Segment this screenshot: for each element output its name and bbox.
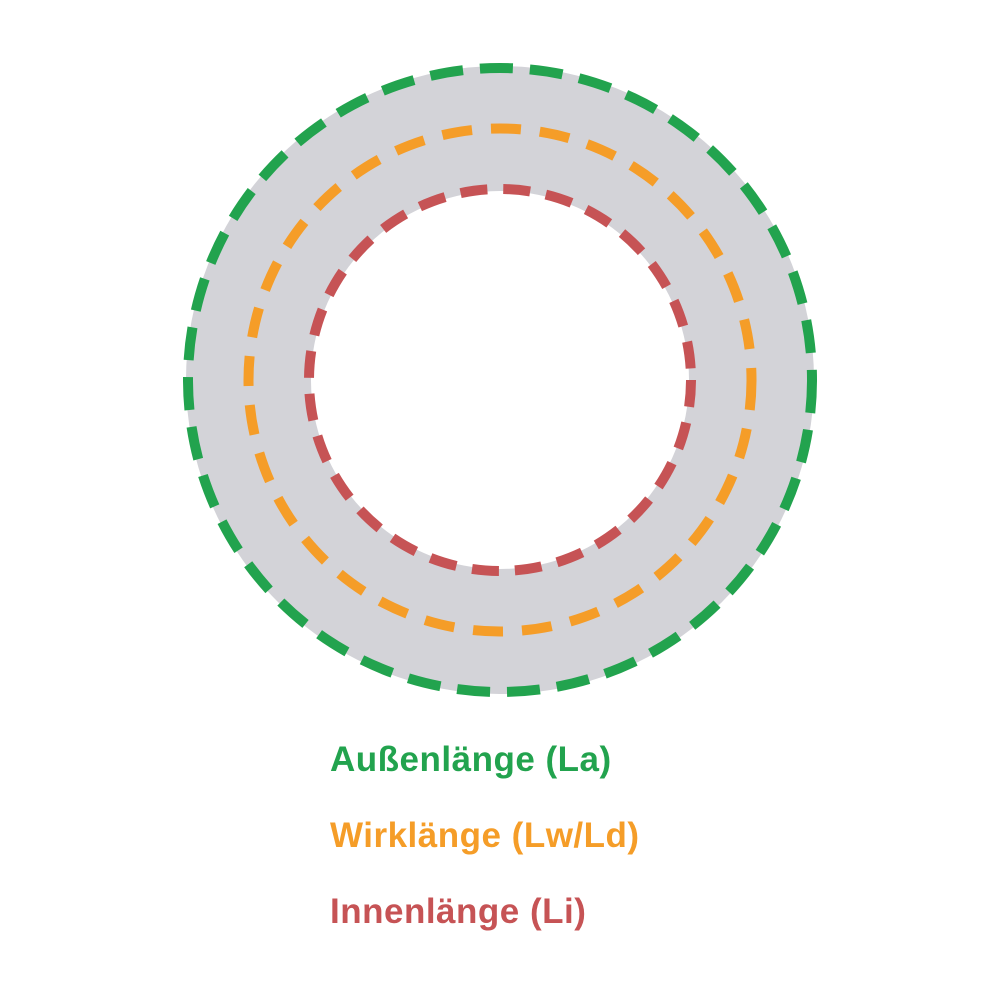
outer-length-circle (183, 63, 817, 697)
effective-length-circle (243, 123, 757, 637)
inner-length-label: Innenlänge (Li) (330, 892, 587, 931)
inner-length-circle (304, 184, 696, 576)
legend: Außenlänge (La) Wirklänge (Lw/Ld) Innenl… (330, 742, 640, 970)
outer-length-label: Außenlänge (La) (330, 740, 612, 779)
effective-length-label: Wirklänge (Lw/Ld) (330, 816, 640, 855)
belt-ring-figure (183, 63, 817, 697)
